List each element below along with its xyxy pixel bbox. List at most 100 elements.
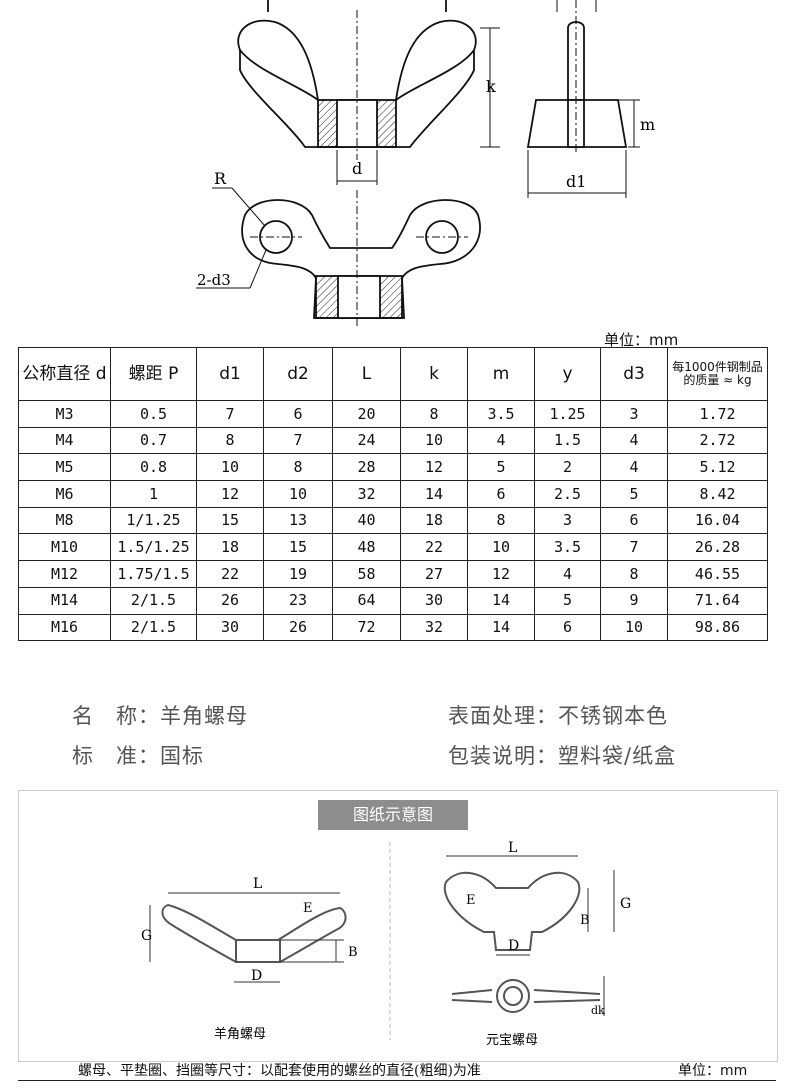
table-cell: 4 bbox=[467, 426, 535, 455]
wing-nut-outline bbox=[161, 903, 347, 963]
table-cell: 0.5 bbox=[110, 400, 197, 428]
table-header-row: 公称直径 d 螺距 P d1 d2 L k m y d3 每1000件钢制品的质… bbox=[18, 347, 768, 401]
table-cell: 5 bbox=[534, 586, 601, 615]
label-d3: 2-d3 bbox=[197, 271, 231, 289]
side-view-outline bbox=[526, 21, 628, 148]
table-cell: 26 bbox=[263, 613, 333, 642]
table-cell: 9 bbox=[600, 586, 668, 615]
table-cell: 16.04 bbox=[667, 506, 768, 535]
left-caption: 羊角螺母 bbox=[214, 1026, 266, 1042]
table-cell: 46.55 bbox=[667, 560, 768, 588]
table-cell: 2.72 bbox=[667, 426, 768, 455]
table-cell: 10 bbox=[467, 533, 535, 562]
table-cell: 20 bbox=[332, 400, 401, 428]
table-cell: 5 bbox=[467, 453, 535, 482]
footer-unit: 单位：mm bbox=[678, 1063, 748, 1079]
table-cell: 32 bbox=[400, 613, 468, 642]
table-cell: 1.5 bbox=[534, 426, 601, 455]
table-cell: 15 bbox=[263, 533, 333, 562]
table-cell: 64 bbox=[332, 586, 401, 615]
table-cell: 18 bbox=[400, 506, 468, 535]
right-label-dk: dk bbox=[591, 1004, 605, 1017]
table-cell: 1.72 bbox=[667, 400, 768, 428]
table-cell: 8 bbox=[467, 506, 535, 535]
table-cell: 8 bbox=[263, 453, 333, 482]
cut-off-table-row bbox=[18, 1080, 776, 1088]
table-cell: 2/1.5 bbox=[110, 586, 197, 615]
table-cell: 5.12 bbox=[667, 453, 768, 482]
butterfly-nut-outline bbox=[443, 871, 581, 951]
table-cell: 12 bbox=[400, 453, 468, 482]
table-cell: 10 bbox=[263, 480, 333, 508]
table-cell: M4 bbox=[18, 426, 111, 455]
table-cell: M6 bbox=[18, 480, 111, 508]
label-m: m bbox=[640, 115, 655, 134]
table-cell: 58 bbox=[332, 560, 401, 588]
table-cell: M10 bbox=[18, 533, 111, 562]
right-caption: 元宝螺母 bbox=[486, 1033, 538, 1048]
panel-title: 图纸示意图 bbox=[318, 800, 468, 830]
right-label-d: D bbox=[508, 938, 519, 954]
left-label-e: E bbox=[303, 901, 313, 916]
table-cell: 1.75/1.5 bbox=[110, 560, 197, 588]
table-cell: 1/1.25 bbox=[110, 506, 197, 535]
front-view-outline bbox=[237, 0, 477, 148]
table-cell: 98.86 bbox=[667, 613, 768, 642]
table-cell: M5 bbox=[18, 453, 111, 482]
table-cell: 18 bbox=[196, 533, 264, 562]
table-cell: 12 bbox=[196, 480, 264, 508]
table-cell: 22 bbox=[196, 560, 264, 588]
label-r: R bbox=[214, 169, 227, 188]
table-cell: 71.64 bbox=[667, 586, 768, 615]
table-cell: 40 bbox=[332, 506, 401, 535]
table-cell: 1 bbox=[110, 480, 197, 508]
info-standard: 标 准：国标 bbox=[72, 744, 204, 768]
table-cell: 1.25 bbox=[534, 400, 601, 428]
col-header: 每1000件钢制品的质量 ≈ kg bbox=[667, 347, 768, 401]
table-cell: 15 bbox=[196, 506, 264, 535]
table-cell: 27 bbox=[400, 560, 468, 588]
table-cell: 72 bbox=[332, 613, 401, 642]
right-label-l: L bbox=[508, 840, 517, 856]
table-cell: 6 bbox=[467, 480, 535, 508]
table-cell: 3 bbox=[534, 506, 601, 535]
table-cell: 30 bbox=[400, 586, 468, 615]
col-header: d2 bbox=[263, 347, 333, 401]
table-cell: 19 bbox=[263, 560, 333, 588]
right-label-b: B bbox=[580, 913, 590, 928]
table-cell: 14 bbox=[467, 613, 535, 642]
table-cell: 4 bbox=[534, 560, 601, 588]
table-cell: 0.8 bbox=[110, 453, 197, 482]
right-label-e: E bbox=[466, 893, 476, 908]
info-name: 名 称：羊角螺母 bbox=[72, 704, 248, 728]
info-packing: 包装说明：塑料袋/纸盒 bbox=[448, 744, 677, 768]
table-cell: 8.42 bbox=[667, 480, 768, 508]
info-surface: 表面处理：不锈钢本色 bbox=[448, 704, 668, 728]
left-label-l: L bbox=[253, 876, 262, 892]
table-cell: 10 bbox=[196, 453, 264, 482]
col-header: m bbox=[467, 347, 535, 401]
col-header: y bbox=[534, 347, 601, 401]
right-label-g: G bbox=[620, 896, 631, 912]
table-cell: 14 bbox=[467, 586, 535, 615]
unit-label: 单位：mm bbox=[604, 331, 679, 349]
label-k: k bbox=[486, 77, 496, 96]
table-cell: M14 bbox=[18, 586, 111, 615]
table-cell: M3 bbox=[18, 400, 111, 428]
col-header: L bbox=[332, 347, 401, 401]
table-cell: 3 bbox=[600, 400, 668, 428]
table-cell: 1.5/1.25 bbox=[110, 533, 197, 562]
table-cell: 2/1.5 bbox=[110, 613, 197, 642]
table-cell: 26.28 bbox=[667, 533, 768, 562]
col-header: d1 bbox=[196, 347, 264, 401]
table-cell: 3.5 bbox=[534, 533, 601, 562]
table-cell: 2 bbox=[534, 453, 601, 482]
table-cell: 24 bbox=[332, 426, 401, 455]
table-cell: 13 bbox=[263, 506, 333, 535]
